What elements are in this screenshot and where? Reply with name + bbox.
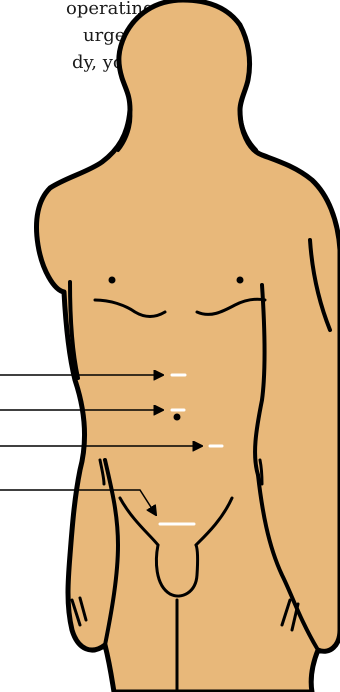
navel [174, 414, 181, 421]
right-nipple [237, 277, 244, 284]
body-silhouette [37, 0, 340, 692]
left-nipple [109, 277, 116, 284]
